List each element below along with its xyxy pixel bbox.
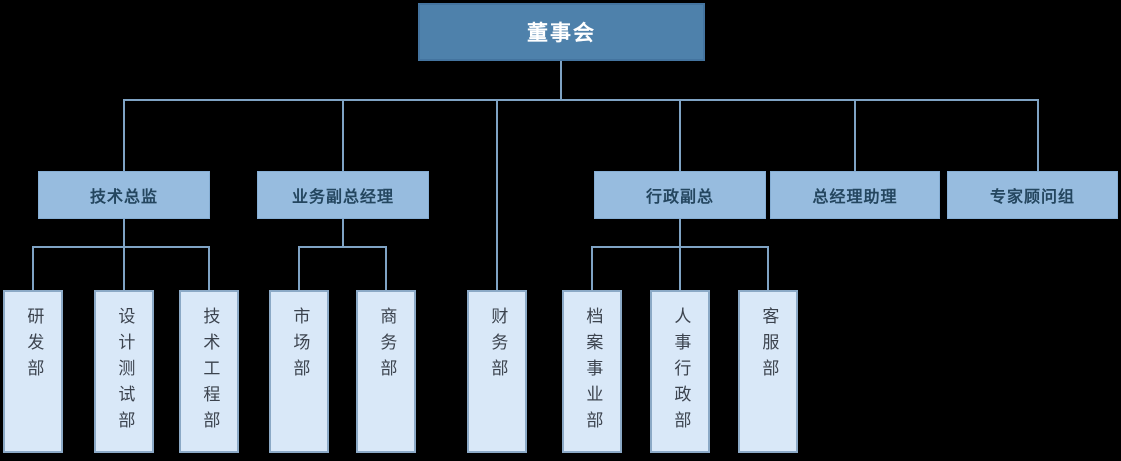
org-node-commerce-dept-label: 商务部 bbox=[376, 307, 397, 385]
org-node-finance-dept-label: 财务部 bbox=[487, 307, 508, 385]
org-node-tech-director[interactable]: 技术总监 bbox=[38, 171, 210, 219]
org-node-business-deputy-gm[interactable]: 业务副总经理 bbox=[257, 171, 429, 219]
org-node-customer-service-dept-label: 客服部 bbox=[758, 307, 779, 385]
org-node-tech-director-label: 技术总监 bbox=[89, 187, 158, 206]
org-node-business-deputy-gm-label: 业务副总经理 bbox=[291, 187, 394, 206]
org-node-rd-dept-label: 研发部 bbox=[23, 307, 44, 385]
org-node-gm-assistant-label: 总经理助理 bbox=[812, 187, 898, 206]
org-node-customer-service-dept[interactable]: 客服部 bbox=[738, 290, 798, 453]
org-node-expert-advisors-label: 专家顾问组 bbox=[989, 187, 1075, 206]
org-node-rd-dept[interactable]: 研发部 bbox=[3, 290, 63, 453]
org-node-tech-engineering-dept[interactable]: 技术工程部 bbox=[179, 290, 239, 453]
org-node-marketing-dept-label: 市场部 bbox=[289, 307, 310, 385]
org-node-gm-assistant[interactable]: 总经理助理 bbox=[770, 171, 940, 219]
org-node-expert-advisors[interactable]: 专家顾问组 bbox=[947, 171, 1118, 219]
org-node-board-label: 董事会 bbox=[527, 21, 596, 45]
org-node-hr-admin-dept[interactable]: 人事行政部 bbox=[650, 290, 710, 453]
org-node-tech-engineering-dept-label: 技术工程部 bbox=[199, 307, 220, 437]
org-node-finance-dept[interactable]: 财务部 bbox=[467, 290, 527, 453]
org-node-admin-deputy[interactable]: 行政副总 bbox=[594, 171, 766, 219]
org-node-commerce-dept[interactable]: 商务部 bbox=[356, 290, 416, 453]
org-node-archives-dept[interactable]: 档案事业部 bbox=[562, 290, 622, 453]
org-node-marketing-dept[interactable]: 市场部 bbox=[269, 290, 329, 453]
org-node-admin-deputy-label: 行政副总 bbox=[645, 187, 714, 206]
org-node-design-testing-dept-label: 设计测试部 bbox=[114, 307, 135, 437]
org-node-archives-dept-label: 档案事业部 bbox=[582, 307, 603, 437]
org-node-hr-admin-dept-label: 人事行政部 bbox=[670, 307, 691, 437]
org-node-board[interactable]: 董事会 bbox=[418, 3, 705, 61]
org-node-design-testing-dept[interactable]: 设计测试部 bbox=[94, 290, 154, 453]
